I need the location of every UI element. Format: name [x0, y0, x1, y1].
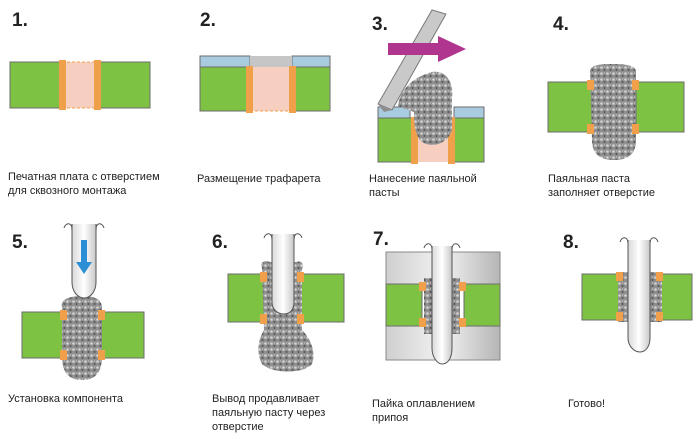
step-1-caption: Печатная плата с отверстием для сквозног…	[8, 171, 160, 197]
step-5-number: 5.	[12, 232, 28, 253]
step-4-caption: Паяльная паста заполняет отверстие	[548, 173, 655, 199]
step-2-illustration	[199, 55, 331, 113]
step-7-number: 7.	[373, 229, 389, 250]
step-7-illustration	[385, 243, 501, 365]
step-3-illustration	[377, 9, 485, 164]
step-3-number: 3.	[372, 14, 388, 35]
step-3-caption: Нанесение паяльной пасты	[369, 173, 477, 199]
down-arrow-icon	[76, 240, 92, 274]
step-4-illustration	[547, 64, 685, 160]
step-5-illustration	[21, 223, 145, 380]
step-8-illustration	[581, 237, 693, 353]
step-8-number: 8.	[563, 232, 579, 253]
step-5-caption: Установка компонента	[8, 393, 124, 405]
step-1-illustration	[9, 60, 151, 110]
move-right-arrow-icon	[388, 36, 466, 62]
step-6-caption: Вывод продавливает паяльную пасту через …	[212, 393, 326, 433]
step-6-illustration	[227, 233, 345, 372]
step-2-number: 2.	[200, 10, 216, 31]
step-2-caption: Размещение трафарета	[197, 173, 321, 185]
step-7-caption: Пайка оплавлением припоя	[372, 398, 476, 424]
step-1-number: 1.	[12, 10, 28, 31]
step-4-number: 4.	[553, 14, 569, 35]
step-6-number: 6.	[212, 232, 228, 253]
step-8-caption: Готово!	[568, 398, 606, 410]
